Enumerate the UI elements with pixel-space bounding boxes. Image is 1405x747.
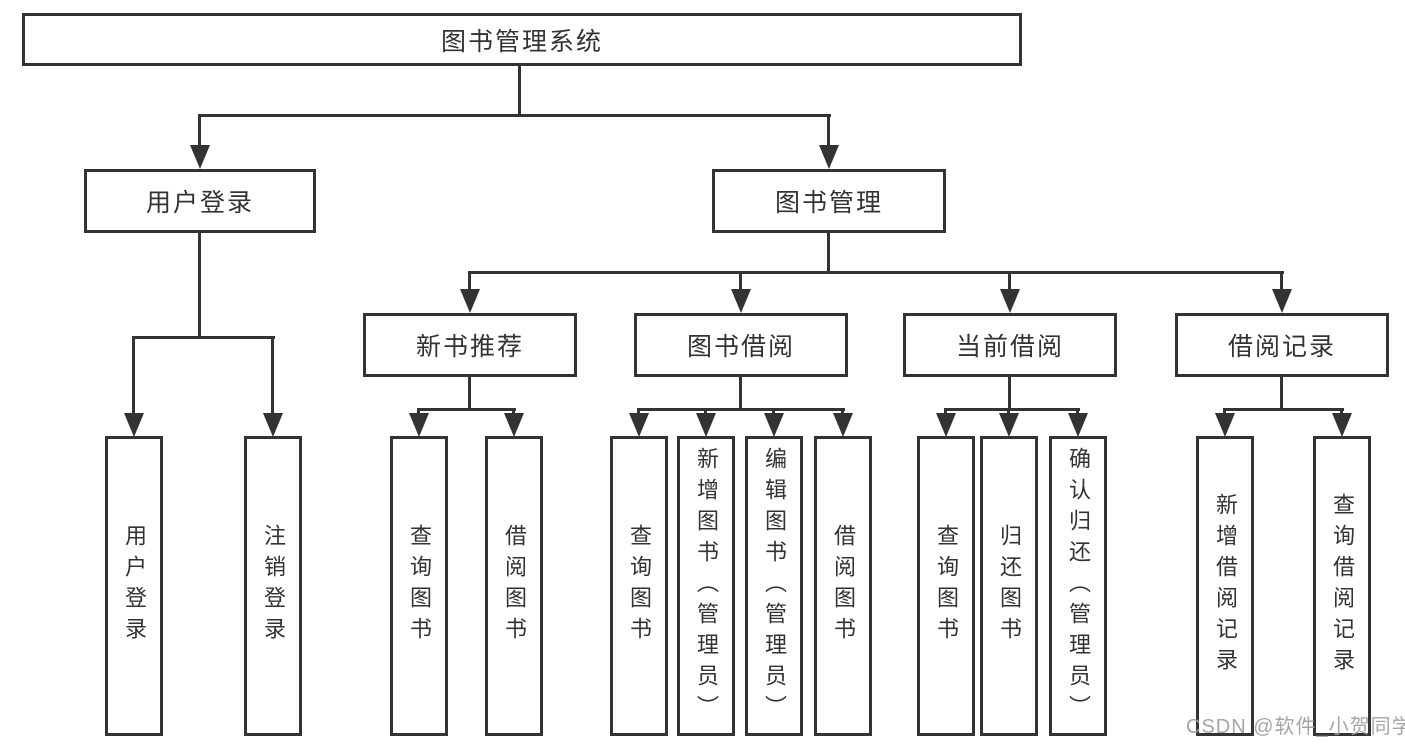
leaf-query-books-recommend: 查询图书 (390, 436, 448, 736)
connector-line (739, 271, 742, 291)
connector-line (1223, 408, 1344, 411)
arrow-down-icon (504, 413, 524, 437)
connector-line (739, 377, 742, 408)
arrow-down-icon (190, 145, 210, 169)
connector-line (468, 377, 471, 408)
connector-line (198, 233, 201, 336)
leaf-label: 归还图书 (997, 524, 1022, 648)
node-book-management-label: 图书管理 (774, 189, 883, 217)
connector-line (271, 336, 274, 417)
connector-line (518, 66, 521, 114)
leaf-logout: 注销登录 (244, 436, 302, 736)
node-new-book-recommend: 新书推荐 (363, 313, 577, 377)
arrow-down-icon (124, 413, 144, 437)
leaf-label: 确认归还（管理员） (1066, 446, 1091, 726)
leaf-label: 借阅图书 (502, 524, 527, 648)
arrow-down-icon (764, 413, 784, 437)
arrow-down-icon (696, 413, 716, 437)
arrow-down-icon (1000, 289, 1020, 313)
node-user-login: 用户登录 (84, 169, 316, 233)
leaf-label: 查询图书 (627, 524, 652, 648)
arrow-down-icon (460, 289, 480, 313)
connector-line (468, 271, 471, 291)
arrow-down-icon (1215, 413, 1235, 437)
arrow-down-icon (833, 413, 853, 437)
arrow-down-icon (999, 413, 1019, 437)
leaf-label: 查询图书 (934, 524, 959, 648)
leaf-edit-book-admin: 编辑图书（管理员） (745, 436, 803, 736)
connector-line (198, 114, 831, 117)
connector-line (1280, 271, 1283, 291)
connector-line (132, 336, 275, 339)
node-current-borrow-label: 当前借阅 (955, 333, 1064, 361)
node-new-book-recommend-label: 新书推荐 (415, 333, 524, 361)
node-book-management: 图书管理 (712, 169, 946, 233)
arrow-down-icon (819, 145, 839, 169)
leaf-label: 查询图书 (407, 524, 432, 648)
connector-line (1008, 271, 1011, 291)
leaf-add-book-admin: 新增图书（管理员） (677, 436, 735, 736)
leaf-label: 编辑图书（管理员） (762, 446, 787, 726)
leaf-query-books-borrow: 查询图书 (610, 436, 668, 736)
leaf-label: 查询借阅记录 (1330, 493, 1355, 679)
node-user-login-label: 用户登录 (145, 189, 254, 217)
connector-line (1008, 377, 1011, 408)
leaf-label: 注销登录 (261, 524, 286, 648)
arrow-down-icon (1068, 413, 1088, 437)
connector-line (198, 114, 201, 148)
connector-line (827, 114, 830, 148)
connector-line (1280, 377, 1283, 408)
leaf-borrow-books-recommend: 借阅图书 (485, 436, 543, 736)
leaf-label: 用户登录 (122, 524, 147, 648)
node-borrow-records: 借阅记录 (1175, 313, 1389, 377)
leaf-label: 借阅图书 (831, 524, 856, 648)
node-root: 图书管理系统 (22, 13, 1022, 66)
arrow-down-icon (263, 413, 283, 437)
arrow-down-icon (1272, 289, 1292, 313)
leaf-query-books-current: 查询图书 (917, 436, 975, 736)
leaf-user-login: 用户登录 (105, 436, 163, 736)
arrow-down-icon (731, 289, 751, 313)
leaf-add-borrow-record: 新增借阅记录 (1196, 436, 1254, 736)
arrow-down-icon (936, 413, 956, 437)
leaf-return-books: 归还图书 (980, 436, 1038, 736)
node-book-borrow: 图书借阅 (634, 313, 848, 377)
node-root-label: 图书管理系统 (440, 27, 603, 56)
leaf-borrow-books: 借阅图书 (814, 436, 872, 736)
leaf-label: 新增图书（管理员） (694, 446, 719, 726)
arrow-down-icon (409, 413, 429, 437)
watermark: CSDN @软件_小贺同学 (1186, 716, 1405, 738)
connector-line (468, 271, 1284, 274)
connector-line (944, 408, 1080, 411)
node-current-borrow: 当前借阅 (903, 313, 1117, 377)
node-borrow-records-label: 借阅记录 (1227, 333, 1336, 361)
connector-line (132, 336, 135, 417)
leaf-query-borrow-record: 查询借阅记录 (1313, 436, 1371, 736)
connector-line (637, 408, 845, 411)
arrow-down-icon (1332, 413, 1352, 437)
connector-line (827, 233, 830, 271)
arrow-down-icon (629, 413, 649, 437)
connector-line (417, 408, 516, 411)
leaf-confirm-return-admin: 确认归还（管理员） (1049, 436, 1107, 736)
leaf-label: 新增借阅记录 (1213, 493, 1238, 679)
node-book-borrow-label: 图书借阅 (686, 333, 795, 361)
